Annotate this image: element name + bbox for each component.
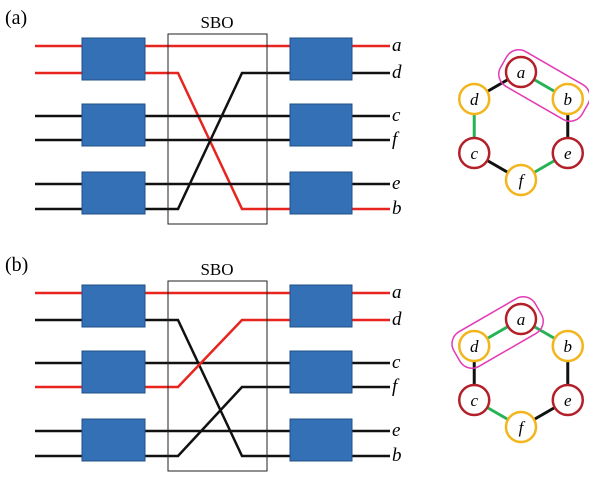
block-0-1 <box>81 350 146 394</box>
output-label-b: b <box>392 445 402 466</box>
graph-node-b <box>551 329 585 363</box>
graph-node-f <box>504 410 538 444</box>
block-1-0 <box>289 37 353 81</box>
graph-node-c <box>457 136 491 170</box>
graph-node-label-f: f <box>519 418 526 437</box>
output-label-a: a <box>392 35 402 56</box>
graph-node-a <box>504 55 538 89</box>
output-label-e: e <box>392 420 400 441</box>
output-label-c: c <box>392 352 401 373</box>
graph-node-label-b: b <box>564 337 573 356</box>
graph-node-label-d: d <box>470 90 479 109</box>
panel-a-label: (a) <box>5 7 27 29</box>
output-label-e: e <box>392 173 400 194</box>
pair-outline <box>451 296 544 369</box>
graph-node-label-c: c <box>470 144 478 163</box>
panel-a-boxes <box>81 37 353 215</box>
block-1-1 <box>289 350 353 394</box>
output-label-d: d <box>392 62 402 83</box>
output-label-f: f <box>392 129 400 150</box>
panel-a-sbo-frame <box>167 33 268 225</box>
panel-a-output-labels: ad cf eb <box>392 35 402 219</box>
block-0-0 <box>81 37 146 81</box>
graph-node-label-e: e <box>564 391 572 410</box>
output-label-d: d <box>392 309 402 330</box>
block-1-1 <box>289 103 353 147</box>
graph-node-label-d: d <box>470 337 479 356</box>
graph-node-f <box>504 163 538 197</box>
pair-outline <box>498 49 589 122</box>
panel-b-graph: a b e f c d <box>451 296 585 444</box>
graph-node-label-c: c <box>470 391 478 410</box>
graph-node-label-b: b <box>564 90 573 109</box>
panel-b-output-labels: ad cf eb <box>392 282 402 466</box>
output-label-f: f <box>392 376 400 397</box>
block-1-2 <box>289 418 353 462</box>
graph-node-label-a: a <box>517 63 526 82</box>
output-label-a: a <box>392 282 402 303</box>
graph-node-e <box>551 383 585 417</box>
output-label-b: b <box>392 198 402 219</box>
graph-node-e <box>551 136 585 170</box>
panel-b-sbo-frame <box>167 280 268 472</box>
graph-node-label-e: e <box>564 144 572 163</box>
graph-node-a <box>504 302 538 336</box>
graph-node-label-a: a <box>517 310 526 329</box>
panel-a-sbo-label: SBO <box>200 13 233 32</box>
panel-a-graph: a b e f c d <box>457 49 589 197</box>
block-0-0 <box>81 284 146 328</box>
graph-node-label-f: f <box>519 171 526 190</box>
panel-b-boxes <box>81 284 353 462</box>
graph-node-d <box>457 82 491 116</box>
block-0-2 <box>81 171 146 215</box>
graph-node-d <box>457 329 491 363</box>
panel-b-sbo-label: SBO <box>200 260 233 279</box>
panel-b-label: (b) <box>5 254 28 276</box>
block-1-2 <box>289 171 353 215</box>
graph-node-c <box>457 383 491 417</box>
output-label-c: c <box>392 105 401 126</box>
graph-node-b <box>551 82 585 116</box>
block-0-2 <box>81 418 146 462</box>
block-0-1 <box>81 103 146 147</box>
block-1-0 <box>289 284 353 328</box>
